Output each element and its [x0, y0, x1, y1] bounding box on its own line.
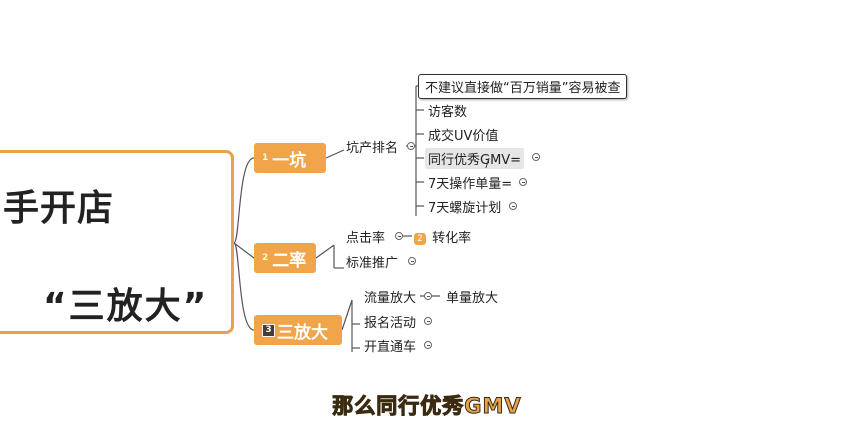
node-zhitongche[interactable]: 开直通车	[364, 340, 417, 355]
branch-san-fangda[interactable]: 3 三放大	[254, 315, 342, 345]
video-subtitle: 那么同行优秀GMV	[332, 394, 522, 419]
node-click-rate[interactable]: 点击率	[346, 231, 386, 246]
branch-label: 一坑	[272, 150, 307, 171]
priority-badge: 1	[262, 153, 269, 163]
collapse-toggle-icon[interactable]	[407, 142, 415, 150]
expand-toggle-icon[interactable]	[424, 341, 432, 349]
expand-toggle-icon[interactable]	[532, 153, 540, 161]
priority-badge: 3	[262, 323, 275, 337]
priority-badge: 2	[262, 253, 269, 263]
branch-label: 二率	[272, 250, 307, 271]
root-title-line2: “三放大”	[43, 286, 209, 327]
node-7day-orders[interactable]: 7天操作单量=	[428, 177, 513, 192]
node-warning-box[interactable]: 不建议直接做“百万销量”容易被查	[418, 74, 628, 99]
branch-label: 三放大	[277, 322, 328, 343]
collapse-toggle-icon[interactable]	[424, 292, 432, 300]
branch-er-lv[interactable]: 2 二率	[254, 243, 316, 273]
node-order-amplify[interactable]: 单量放大	[446, 291, 499, 306]
node-7day-spiral[interactable]: 7天螺旋计划	[428, 201, 502, 216]
node-uv-value[interactable]: 成交UV价值	[428, 129, 499, 144]
number-2-icon: 2	[414, 232, 426, 245]
node-traffic-amplify[interactable]: 流量放大	[364, 291, 417, 306]
node-event-signup[interactable]: 报名活动	[364, 316, 417, 331]
root-title-line1: 手开店	[3, 188, 115, 229]
node-visitors[interactable]: 访客数	[428, 105, 468, 120]
expand-toggle-icon[interactable]	[408, 257, 416, 265]
expand-toggle-icon[interactable]	[509, 202, 517, 210]
collapse-toggle-icon[interactable]	[395, 232, 403, 240]
expand-toggle-icon[interactable]	[519, 178, 527, 186]
branch-yi-keng[interactable]: 1 一坑	[254, 143, 326, 173]
node-conversion-rate[interactable]: 2 转化率	[414, 227, 471, 246]
node-standard-promo[interactable]: 标准推广	[346, 256, 399, 271]
node-peer-gmv[interactable]: 同行优秀GMV=	[425, 148, 525, 169]
root-node[interactable]: 手开店 “三放大”	[0, 150, 234, 334]
node-kengchan-paiming[interactable]: 坑产排名	[346, 141, 399, 156]
expand-toggle-icon[interactable]	[424, 317, 432, 325]
